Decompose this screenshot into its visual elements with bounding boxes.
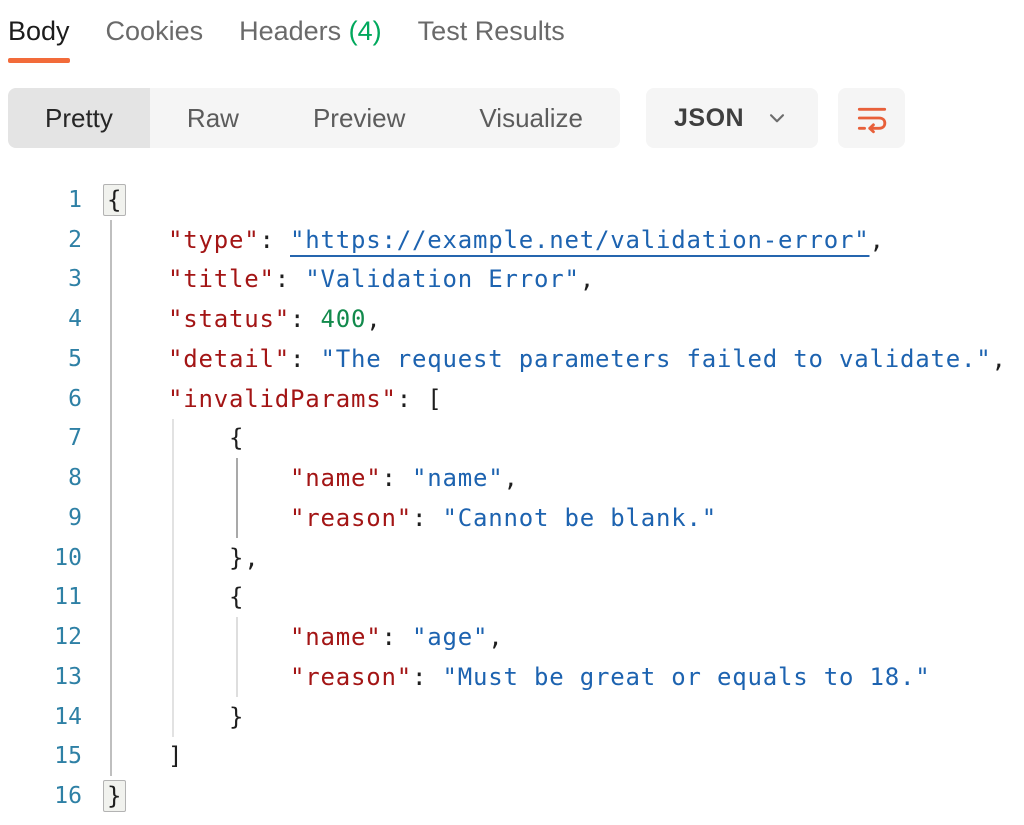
view-switcher: Pretty Raw Preview Visualize: [8, 88, 621, 148]
code-line: 10 },: [0, 538, 1024, 578]
indent-guide-level2-active: [236, 458, 238, 538]
chevron-down-icon: [764, 105, 790, 131]
line-number: 15: [54, 743, 82, 770]
headers-count-badge: (4): [348, 16, 382, 46]
line-number: 6: [68, 385, 82, 412]
code-line: 4 "status": 400,: [0, 299, 1024, 339]
wrap-text-icon: [853, 99, 891, 137]
wrap-text-button[interactable]: [838, 88, 906, 148]
code-line: 12 "name": "age",: [0, 617, 1024, 657]
line-number: 7: [68, 425, 82, 452]
line-number: 11: [54, 584, 82, 611]
code-line: 15 ]: [0, 737, 1024, 777]
code-line-content: }: [103, 780, 127, 813]
code-line-content: "reason": "Must be great or equals to 18…: [290, 662, 931, 691]
line-number: 1: [68, 186, 82, 213]
indent-guide-level2: [236, 617, 238, 697]
code-line: 16}: [0, 776, 1024, 816]
line-number: 8: [68, 465, 82, 492]
code-line-content: "detail": "The request parameters failed…: [168, 344, 1007, 373]
code-lines: 1{2 "type": "https://example.net/validat…: [0, 180, 1024, 816]
view-preview[interactable]: Preview: [312, 102, 406, 133]
indent-guide-level1: [172, 418, 174, 737]
code-line: 14 }: [0, 697, 1024, 737]
response-tabs: Body Cookies Headers (4) Test Results: [0, 0, 1024, 63]
language-dropdown-value: JSON: [674, 103, 745, 132]
code-line-content: {: [107, 424, 245, 453]
view-pretty[interactable]: Pretty: [8, 88, 150, 148]
view-raw[interactable]: Raw: [186, 102, 239, 133]
code-line: 11 {: [0, 578, 1024, 618]
code-line: 8 "name": "name",: [0, 458, 1024, 498]
code-line-content: "name": "name",: [290, 464, 519, 493]
code-line: 7 {: [0, 419, 1024, 459]
code-line-content: "title": "Validation Error",: [168, 265, 595, 294]
line-number: 10: [54, 544, 82, 571]
code-line-content: "reason": "Cannot be blank.": [290, 503, 717, 532]
tab-body-label: Body: [8, 16, 70, 46]
code-line: 6 "invalidParams": [: [0, 379, 1024, 419]
line-number: 3: [68, 266, 82, 293]
code-line-content: }: [107, 702, 245, 731]
tab-headers-label: Headers: [239, 16, 342, 46]
code-line: 1{: [0, 180, 1024, 220]
language-dropdown[interactable]: JSON: [646, 88, 819, 148]
code-line-content: "name": "age",: [290, 623, 504, 652]
line-number: 2: [68, 226, 82, 253]
code-line-content: "type": "https://example.net/validation-…: [168, 225, 885, 254]
code-line: 2 "type": "https://example.net/validatio…: [0, 220, 1024, 260]
code-line-content: {: [107, 583, 245, 612]
active-tab-underline: [8, 58, 70, 63]
code-line: 13 "reason": "Must be great or equals to…: [0, 657, 1024, 697]
code-line: 9 "reason": "Cannot be blank.": [0, 498, 1024, 538]
line-number: 14: [54, 703, 82, 730]
tab-test-results[interactable]: Test Results: [418, 14, 565, 63]
view-visualize[interactable]: Visualize: [479, 102, 584, 133]
indent-guide-level0: [110, 219, 112, 777]
tab-headers[interactable]: Headers (4): [239, 14, 382, 63]
code-line-content: },: [107, 543, 260, 572]
tab-test-results-label: Test Results: [417, 16, 565, 46]
line-number: 13: [54, 663, 82, 690]
code-line-content: {: [103, 183, 127, 216]
code-line-content: ]: [107, 742, 184, 771]
line-number: 9: [68, 504, 82, 531]
code-line-content: "status": 400,: [168, 305, 382, 334]
code-line-content: "invalidParams": [: [168, 384, 443, 413]
code-editor[interactable]: 1{2 "type": "https://example.net/validat…: [0, 174, 1024, 816]
tab-cookies-label: Cookies: [105, 16, 204, 46]
body-toolbar: Pretty Raw Preview Visualize JSON: [8, 88, 1024, 148]
code-line: 3 "title": "Validation Error",: [0, 260, 1024, 300]
tab-cookies[interactable]: Cookies: [106, 14, 204, 63]
line-number: 4: [68, 306, 82, 333]
line-number: 12: [54, 624, 82, 651]
tab-body[interactable]: Body: [8, 14, 70, 63]
code-line: 5 "detail": "The request parameters fail…: [0, 339, 1024, 379]
line-number: 5: [68, 345, 82, 372]
line-number: 16: [54, 783, 82, 810]
